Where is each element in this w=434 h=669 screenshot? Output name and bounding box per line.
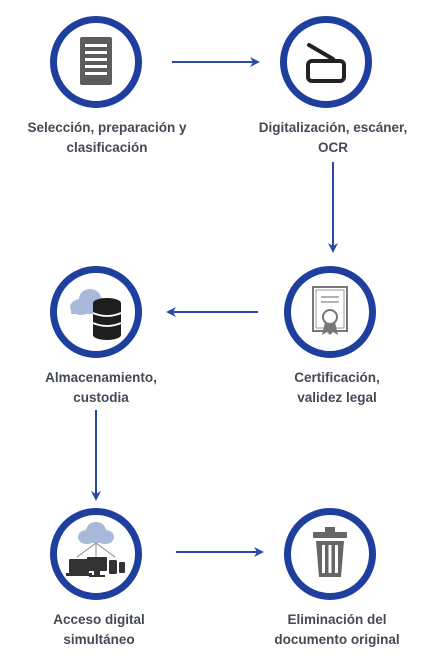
step-label-storage: Almacenamiento, custodia [1, 368, 201, 408]
step-label-line: Eliminación del [287, 612, 387, 627]
step-label-line: custodia [73, 390, 129, 405]
step-label-selection: Selección, preparación y clasificación [7, 118, 207, 158]
step-label-line: simultáneo [63, 632, 135, 647]
step-node-access [50, 508, 142, 600]
trash-icon [313, 527, 347, 577]
step-label-line: clasificación [66, 140, 148, 155]
step-label-line: Almacenamiento, [45, 370, 157, 385]
step-label-certification: Certificación, validez legal [237, 368, 434, 408]
step-node-certification [284, 266, 376, 358]
cloud-devices-icon [66, 522, 125, 577]
cloud-database-icon [70, 289, 122, 340]
document-icon [80, 37, 112, 85]
step-label-line: validez legal [297, 390, 377, 405]
step-label-line: Certificación, [294, 370, 380, 385]
certificate-icon [312, 286, 348, 335]
step-label-line: OCR [318, 140, 348, 155]
step-label-line: documento original [274, 632, 400, 647]
step-node-digitization [280, 16, 372, 108]
step-label-elimination: Eliminación del documento original [237, 610, 434, 650]
step-node-elimination [284, 508, 376, 600]
step-label-line: Selección, preparación y [27, 120, 187, 135]
step-label-line: Acceso digital [53, 612, 145, 627]
step-label-line: Digitalización, escáner, [258, 120, 408, 135]
step-label-access: Acceso digital simultáneo [0, 610, 199, 650]
step-node-storage [50, 266, 142, 358]
scanner-icon [306, 43, 346, 83]
step-node-selection [50, 16, 142, 108]
step-label-digitization: Digitalización, escáner, OCR [233, 118, 433, 158]
